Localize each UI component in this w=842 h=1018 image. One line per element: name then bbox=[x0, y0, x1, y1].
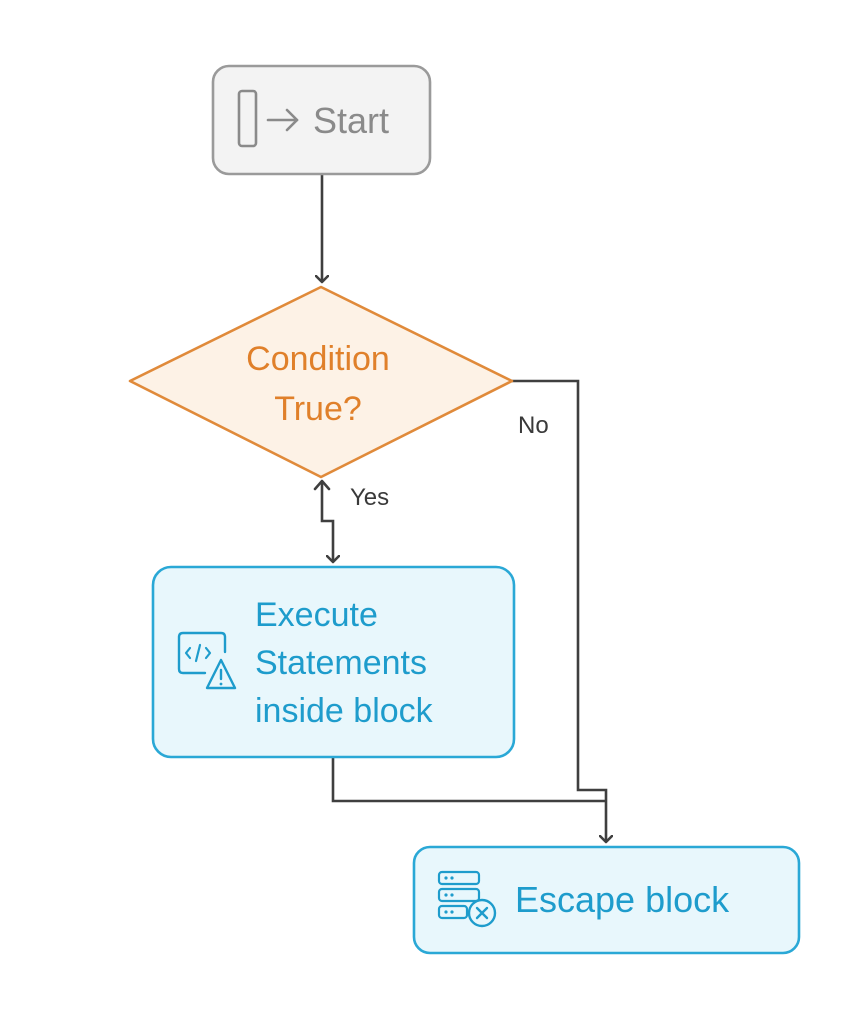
decision-node-diamond bbox=[128, 285, 514, 479]
execute-node-label-line3: inside block bbox=[255, 692, 434, 730]
connectors bbox=[313, 174, 606, 842]
escape-node-box bbox=[412, 845, 801, 955]
start-node-box bbox=[211, 64, 432, 176]
enter-arrow-icon bbox=[237, 89, 299, 148]
connector-execute-to-escape bbox=[331, 758, 606, 803]
edge-label-no: No bbox=[518, 412, 549, 439]
connector-decision-to-escape bbox=[512, 379, 606, 842]
escape-node-label: Escape block bbox=[515, 879, 730, 920]
code-warning-icon bbox=[177, 631, 237, 690]
escape-node: Escape block bbox=[412, 845, 801, 955]
decision-node: Condition True? bbox=[128, 285, 514, 479]
connector-decision-arrowhead-up bbox=[313, 479, 331, 491]
start-node: Start bbox=[211, 64, 432, 176]
connector-decision-to-execute bbox=[320, 481, 333, 562]
execute-node: Execute Statements inside block bbox=[151, 565, 516, 759]
decision-node-label-line2: True? bbox=[274, 390, 362, 428]
start-node-label: Start bbox=[313, 100, 389, 141]
execute-node-box bbox=[151, 565, 516, 759]
edge-label-yes: Yes bbox=[350, 484, 389, 511]
execute-node-label-line2: Statements bbox=[255, 644, 427, 682]
execute-node-label-line1: Execute bbox=[255, 596, 378, 634]
server-cancel-icon bbox=[437, 870, 497, 928]
decision-node-label-line1: Condition bbox=[246, 340, 390, 378]
